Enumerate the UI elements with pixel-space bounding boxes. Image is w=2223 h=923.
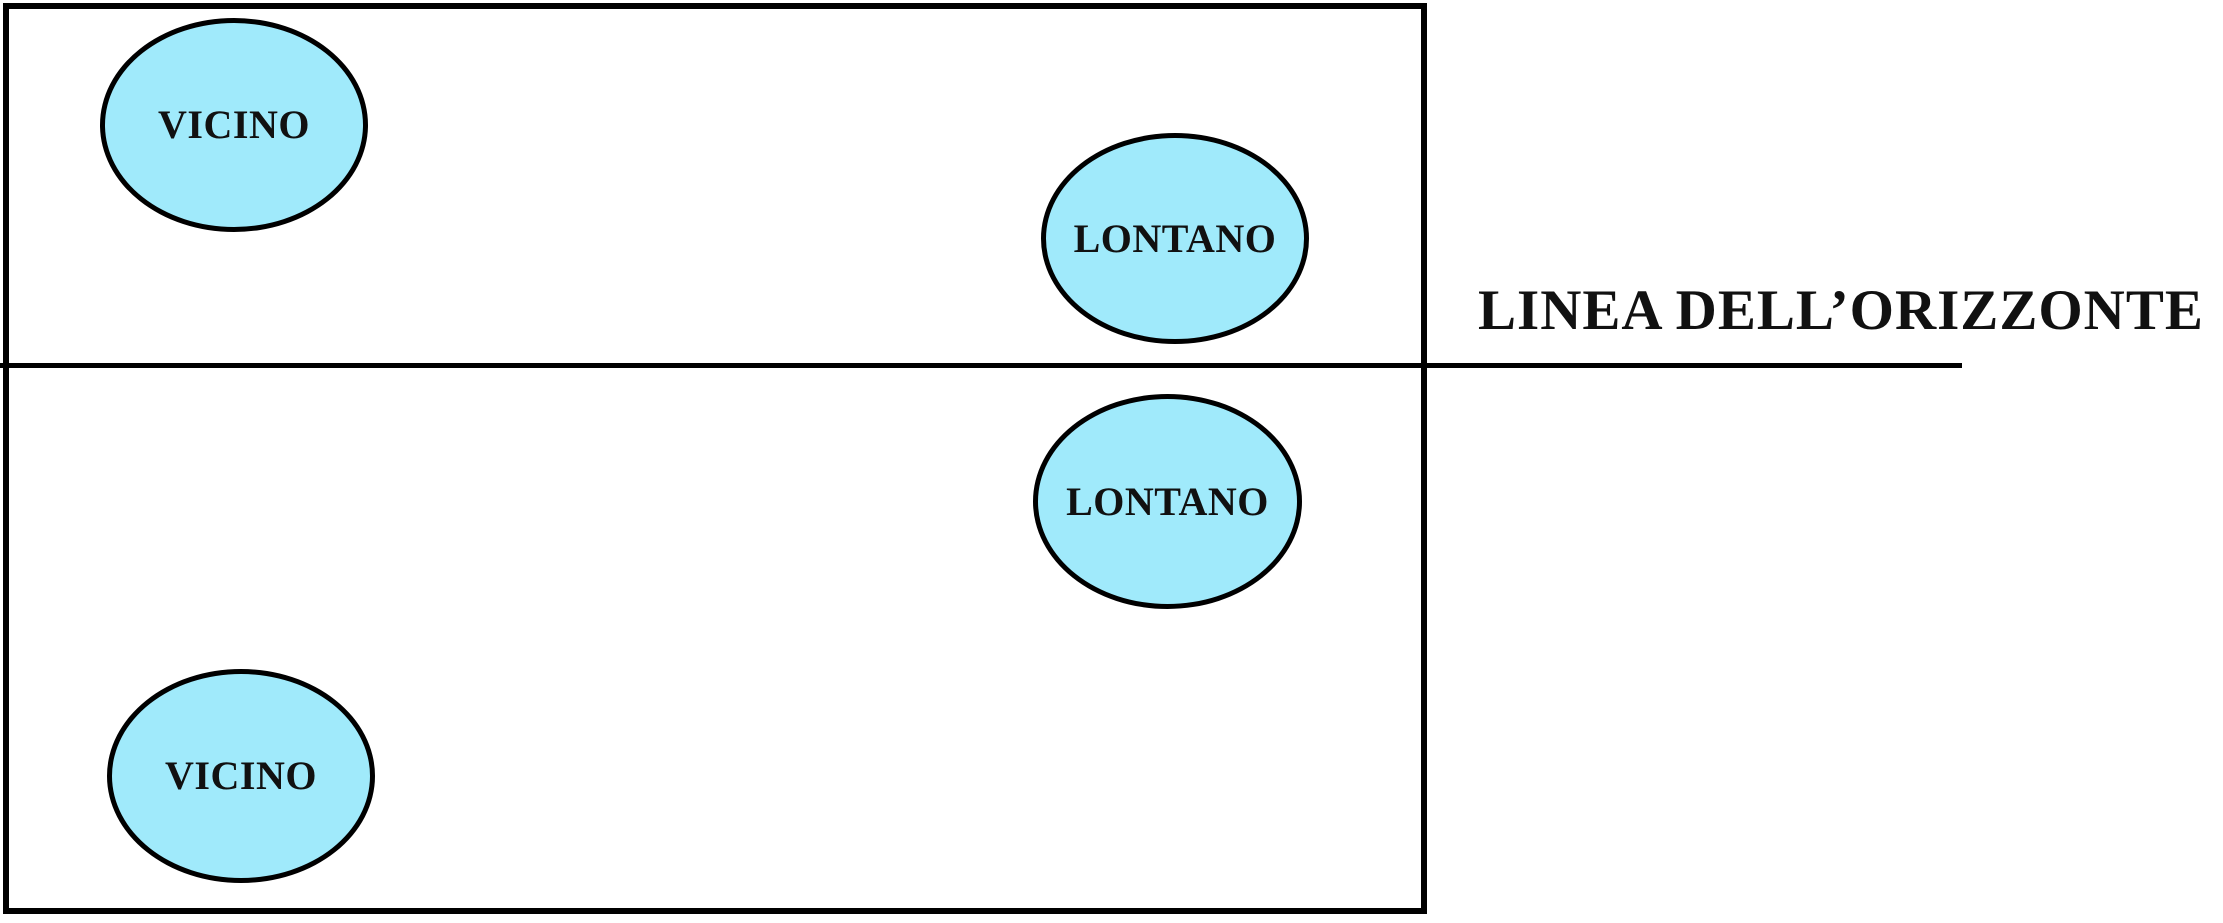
horizon-label: LINEA DELL’ORIZZONTE <box>1478 279 2204 342</box>
bubble-bottom-near: VICINO <box>107 669 375 883</box>
bubble-top-near: VICINO <box>100 18 368 232</box>
bubble-label: LONTANO <box>1073 215 1277 261</box>
bubble-label: VICINO <box>165 753 317 798</box>
bubble-bottom-far: LONTANO <box>1033 394 1302 609</box>
picture-frame <box>3 3 1427 914</box>
bubble-top-far: LONTANO <box>1041 133 1309 344</box>
bubble-label: VICINO <box>158 102 310 147</box>
horizon-line <box>0 363 1962 368</box>
bubble-label: LONTANO <box>1066 478 1269 524</box>
